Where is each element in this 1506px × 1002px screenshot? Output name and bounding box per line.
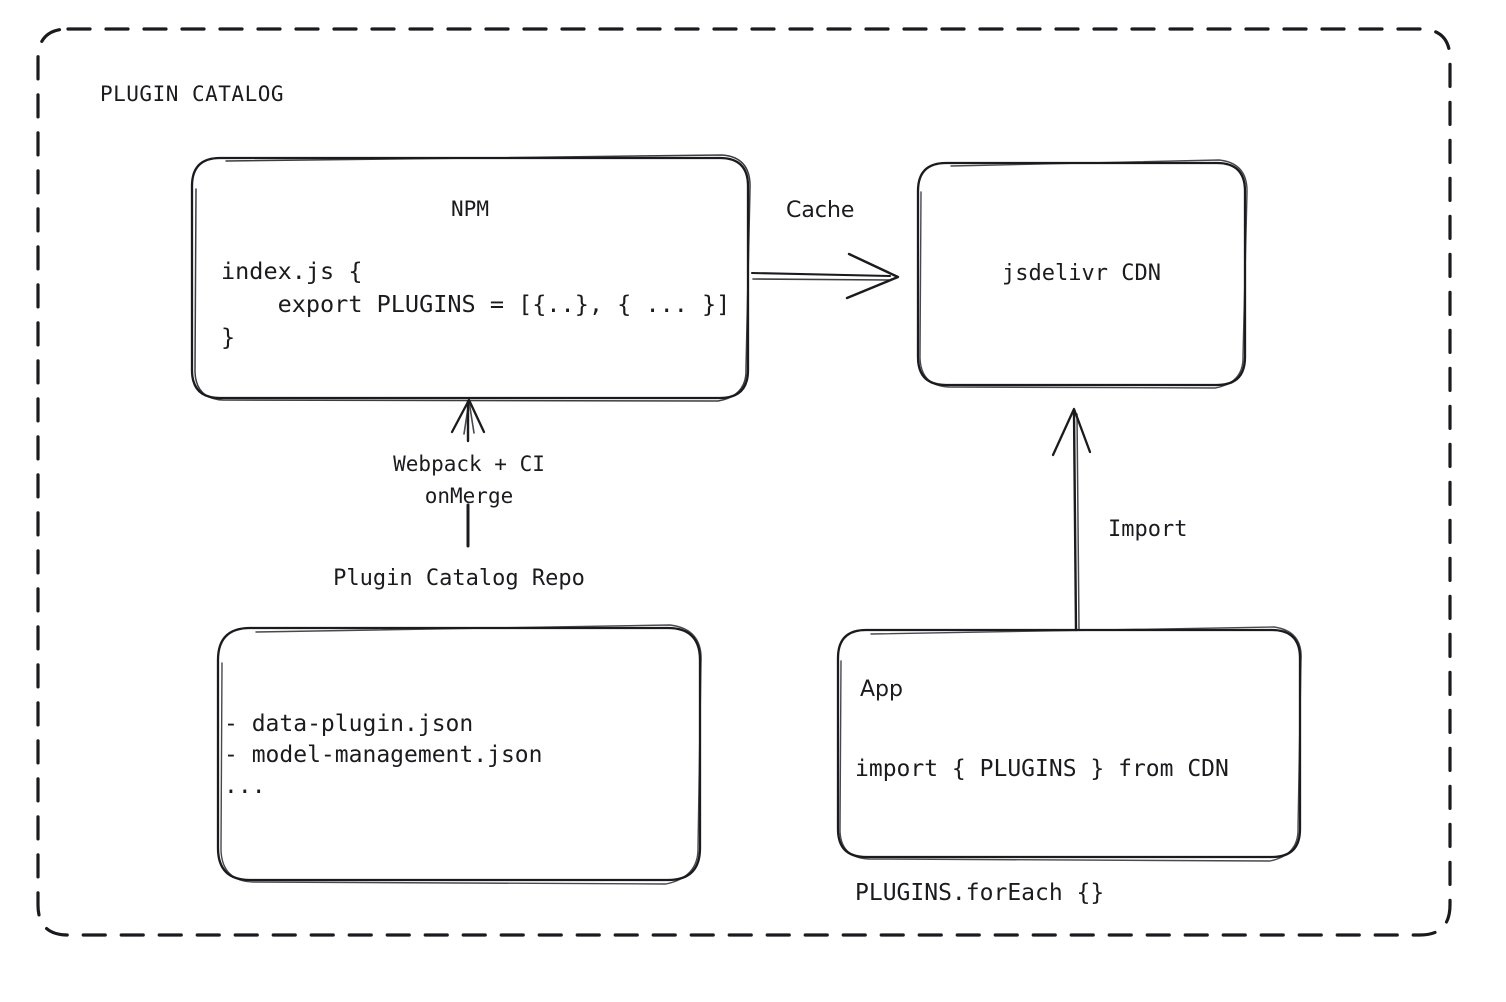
import-edge-shaft-sketch	[1076, 413, 1080, 630]
group-title: PLUGIN CATALOG	[100, 82, 285, 106]
import-edge-label: Import	[1108, 517, 1188, 542]
import-edge-shaft	[1072, 410, 1078, 632]
build-edge-label: Webpack + CI onMerge	[393, 452, 545, 508]
npm-node-code: index.js { export PLUGINS = [{..}, { ...…	[221, 257, 731, 351]
app-node-title: App	[860, 677, 903, 702]
cache-edge-shaft	[750, 271, 892, 278]
build-edge-arrowhead-sketch	[463, 400, 475, 435]
import-edge-arrowhead	[1051, 407, 1092, 457]
repo-node-file-list: - data-plugin.json - model-management.js…	[224, 711, 543, 799]
npm-node-title: NPM	[451, 197, 489, 221]
cache-edge-label: Cache	[786, 198, 855, 223]
build-edge-arrowhead	[450, 398, 486, 434]
cache-edge-shaft-sketch	[752, 278, 890, 281]
cdn-node-title: jsdelivr CDN	[1002, 261, 1161, 286]
cache-edge-arrowhead	[845, 252, 900, 300]
repo-node-caption: Plugin Catalog Repo	[333, 566, 585, 591]
app-node-code: import { PLUGINS } from CDN PLUGINS.forE…	[855, 756, 1229, 906]
